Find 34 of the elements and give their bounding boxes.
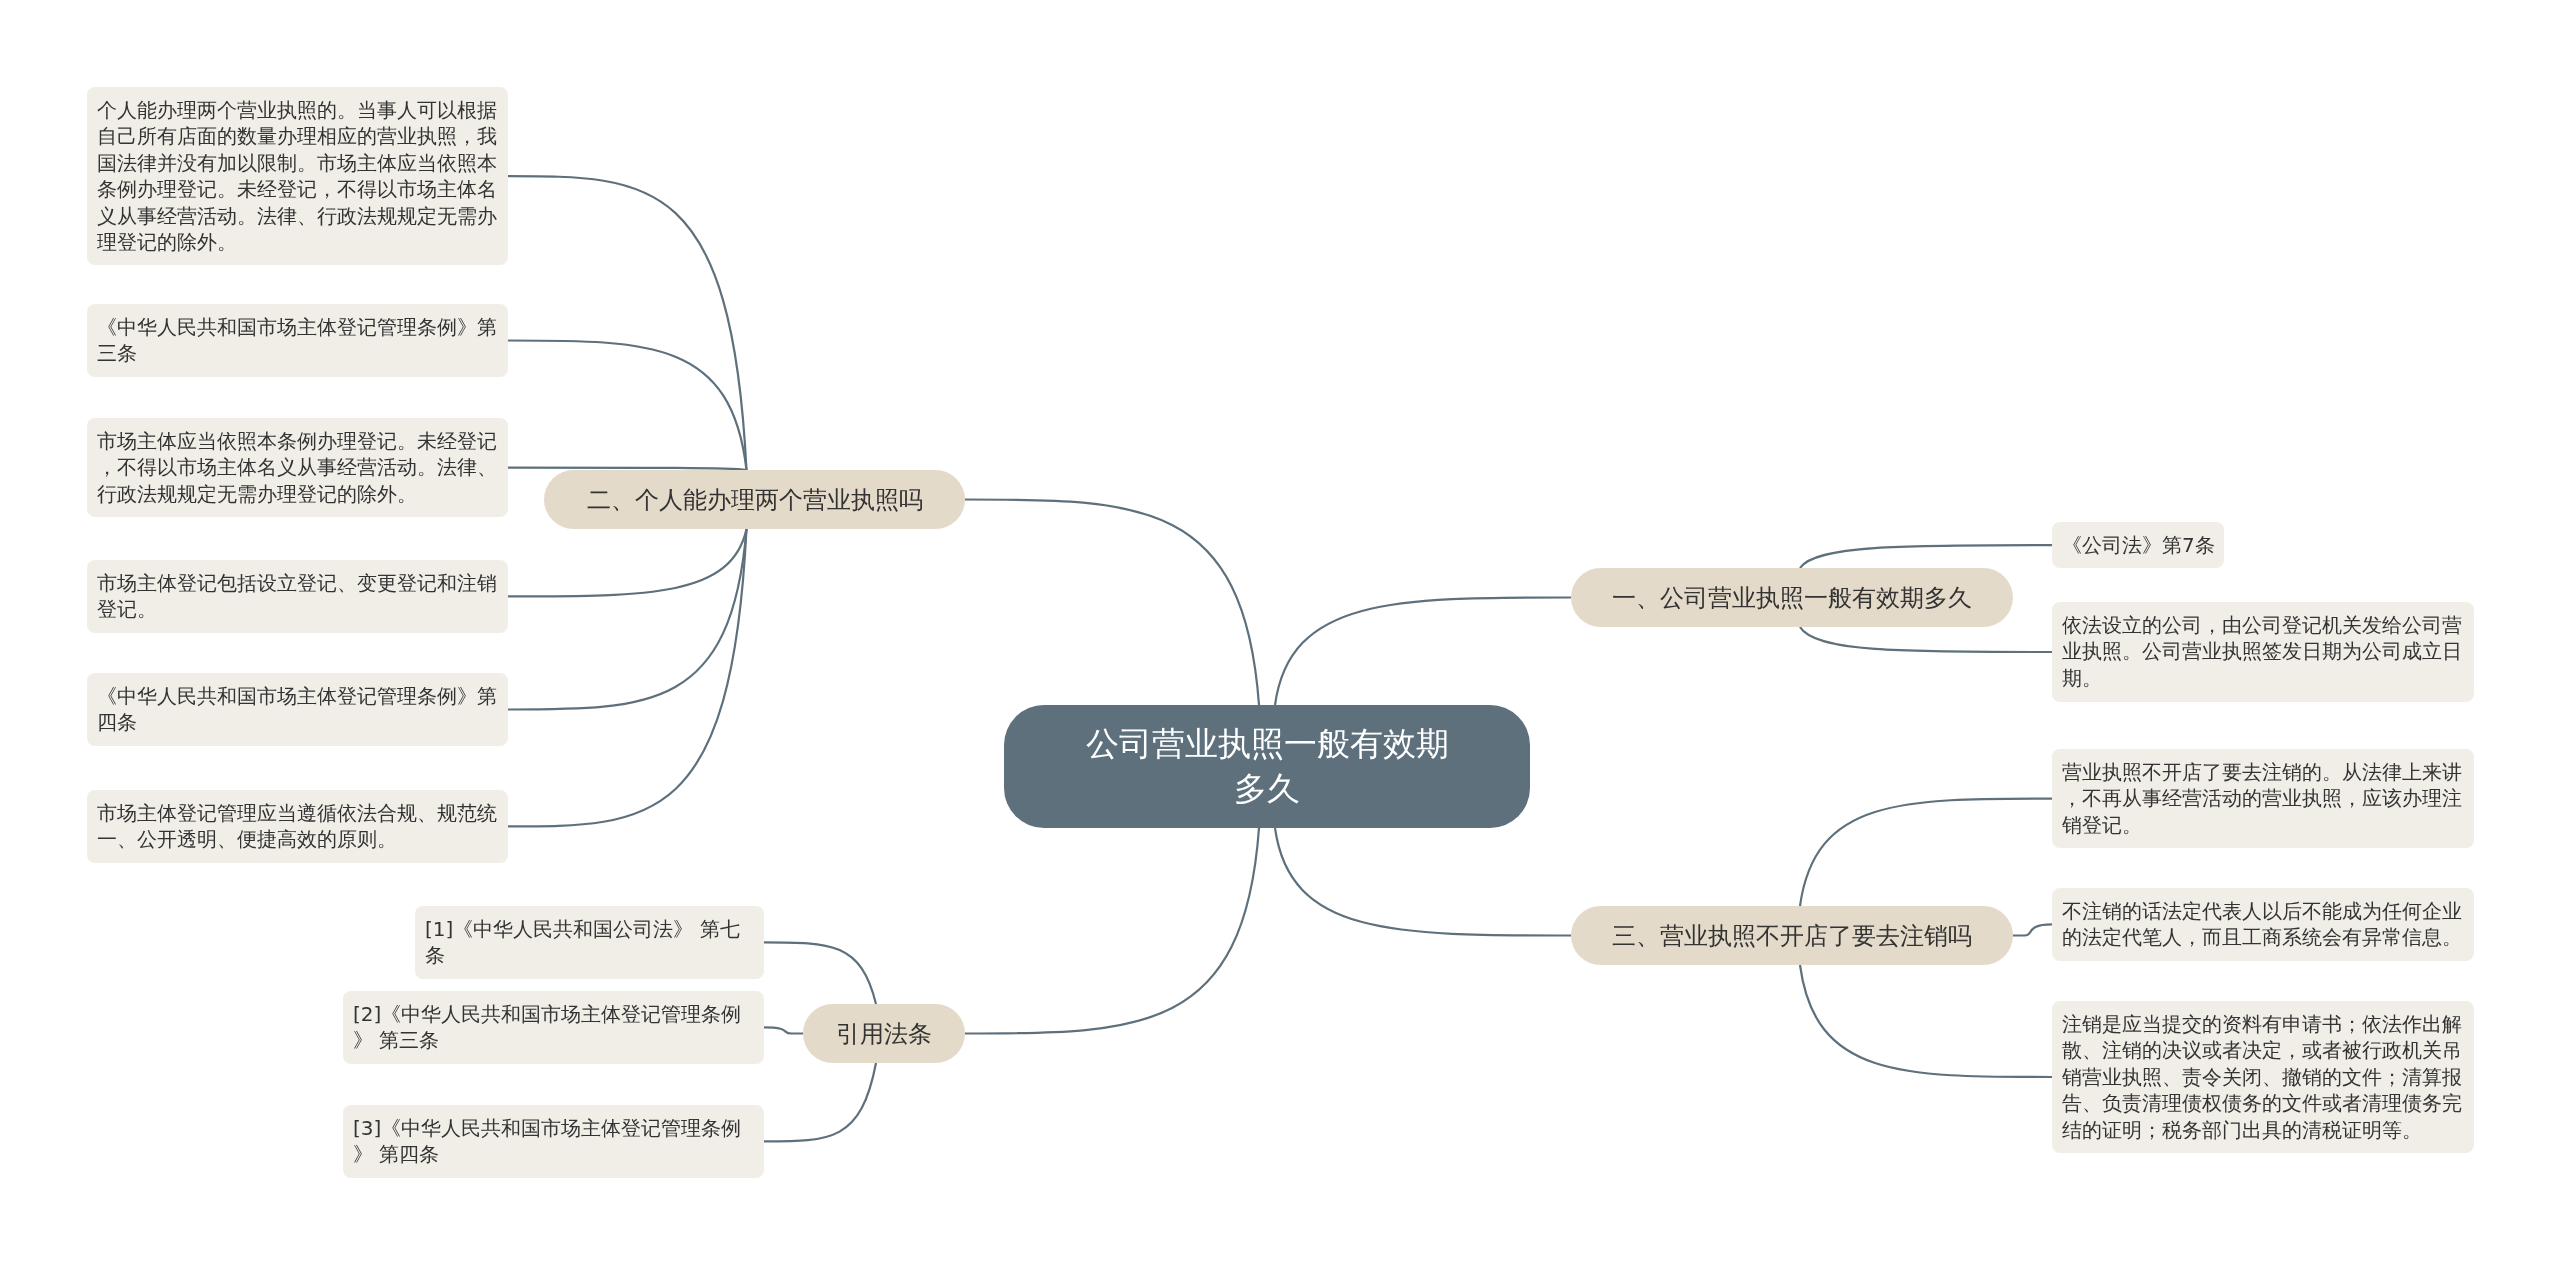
branch-topic-box: 二、个人能办理两个营业执照吗 [544,470,965,529]
connector-line [965,498,1261,706]
connector-line [1798,797,2052,907]
note-box: [2]《中华人民共和国市场主体登记管理条例》 第三条 [343,991,764,1064]
note-box: 《中华人民共和国市场主体登记管理条例》第三条 [87,304,508,377]
note-box: 注销是应当提交的资料有申请书；依法作出解散、注销的决议或者决定，或者被行政机关吊销营业执照、责令关闭、撤销的文件；清算报告、负责清理债权债务的文件或者清理债务完结的证明；税务部门出具的清税证明等。 [2052,1001,2474,1153]
note-box: 不注销的话法定代表人以后不能成为任何企业的法定代笔人，而且工商系统会有异常信息。 [2052,888,2474,961]
central-topic-box: 公司营业执照一般有效期多久 [1004,705,1530,828]
note-box: 市场主体应当依照本条例办理登记。未经登记，不得以市场主体名义从事经营活动。法律、行政法规规定无需办理登记的除外。 [87,418,508,518]
connector-line [965,827,1261,1035]
note-box: [3]《中华人民共和国市场主体登记管理条例》 第四条 [343,1105,764,1178]
branch-topic-box: 三、营业执照不开店了要去注销吗 [1571,906,2013,965]
connector-line [764,941,878,1005]
note-box: 营业执照不开店了要去注销的。从法律上来讲，不再从事经营活动的营业执照，应该办理注销登记。 [2052,749,2474,849]
connector-line [764,1062,878,1143]
connector-line [763,1026,803,1035]
note-box: 《中华人民共和国市场主体登记管理条例》第四条 [87,673,508,746]
note-box: 依法设立的公司，由公司登记机关发给公司营业执照。公司营业执照签发日期为公司成立日期。 [2052,602,2474,702]
branch-topic-box: 一、公司营业执照一般有效期多久 [1571,568,2013,627]
connector-line [2013,923,2053,937]
note-box: 市场主体登记管理应当遵循依法合规、规范统一、公开透明、便捷高效的原则。 [87,790,508,863]
connector-line [1273,827,1571,937]
branch-topic-box: 引用法条 [803,1004,965,1063]
connector-line [1799,626,2052,654]
connector-line [508,339,748,471]
note-box: 市场主体登记包括设立登记、变更登记和注销登记。 [87,560,508,633]
note-box: [1]《中华人民共和国公司法》 第七条 [415,906,764,979]
connector-line [1273,596,1571,706]
connector-line [1799,544,2052,569]
connector-line [508,528,748,828]
note-box: 《公司法》第7条 [2052,522,2224,569]
connector-line [1798,964,2052,1079]
connector-line [508,466,747,472]
note-box: 个人能办理两个营业执照的。当事人可以根据自己所有店面的数量办理相应的营业执照，我国法律并没有加以限制。市场主体应当依照本条例办理登记。未经登记，不得以市场主体名义从事经营活动。法律、行政法规规定无需办理登记的除外。 [87,87,508,266]
